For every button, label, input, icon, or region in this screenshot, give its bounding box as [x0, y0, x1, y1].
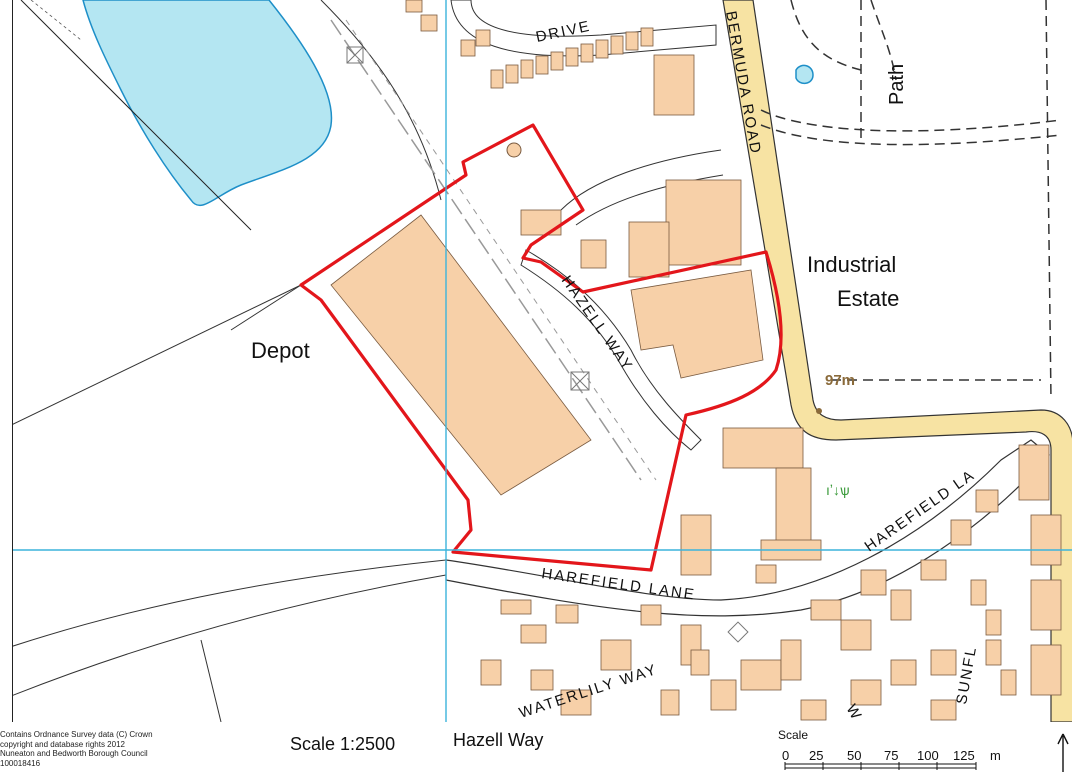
field-boundary: [230, 284, 302, 331]
lake: [82, 0, 333, 207]
building: [755, 564, 777, 584]
scalebar-title: Scale: [778, 728, 809, 742]
building: [680, 514, 712, 576]
building: [1030, 579, 1062, 631]
road-edge: [560, 149, 722, 211]
spot-height-label: 97m: [825, 372, 855, 389]
copyright-line: copyright and database rights 2012: [0, 739, 125, 749]
building: [1030, 644, 1062, 696]
scalebar-tick-label: 25: [809, 748, 823, 763]
scalebar-tick-label: 0: [782, 748, 789, 763]
footpath: [790, 0, 862, 71]
map-canvas[interactable]: ıʼ↓ѱ Depot Industrial Estate Path 97m DR…: [12, 0, 1072, 722]
track-line: [30, 0, 82, 41]
scalebar-ticks: [784, 762, 977, 770]
dashed-track: [345, 19, 657, 481]
building: [722, 427, 804, 469]
depot-label: Depot: [251, 338, 310, 363]
building: [775, 467, 812, 544]
scalebar-unit: m: [990, 748, 1001, 763]
copyright-line: Nuneaton and Bedworth Borough Council: [0, 749, 148, 758]
scalebar-tick-label: 75: [884, 748, 898, 763]
building: [1018, 444, 1050, 501]
map-footer: Contains Ordnance Survey data (C) Crown …: [0, 722, 1072, 781]
footpath: [760, 124, 1062, 146]
scalebar-tick-label: 100: [917, 748, 939, 763]
building: [1030, 514, 1062, 566]
building: [520, 209, 562, 236]
building: [580, 239, 607, 269]
building: [665, 179, 742, 266]
footpath: [870, 0, 897, 81]
scalebar: Scale 0 25 50 75 100 125 m: [776, 726, 1036, 778]
site-name: Hazell Way: [453, 730, 544, 750]
terraced-houses: [405, 0, 654, 89]
sunfl-road-label: SUNFL: [953, 644, 980, 705]
building: [630, 269, 764, 379]
north-arrow-icon: [1057, 733, 1069, 772]
copyright-line: 100018416: [0, 758, 41, 768]
field-boundary: [13, 574, 447, 696]
footpath: [1045, 0, 1052, 401]
w-road-label: W: [843, 702, 866, 723]
map-svg: ıʼ↓ѱ Depot Industrial Estate Path 97m DR…: [13, 0, 1072, 722]
spot-height-marker: [816, 408, 822, 414]
hazell-way: [520, 249, 702, 451]
field-boundary: [13, 284, 302, 425]
building: [628, 221, 670, 278]
road-edge: [575, 174, 724, 226]
pylon-icon: [570, 371, 590, 391]
field-boundary: [13, 559, 447, 647]
footpath: [760, 109, 1062, 132]
path-label: Path: [886, 64, 908, 105]
pond: [795, 64, 814, 84]
site-boundary: [299, 123, 783, 572]
depot-building: [330, 214, 592, 496]
vegetation-symbol: ıʼ↓ѱ: [826, 482, 850, 498]
building: [653, 54, 695, 116]
copyright-line: Contains Ordnance Survey data (C) Crown: [0, 730, 153, 739]
housing-estate: [480, 489, 1017, 721]
track-line: [20, 0, 252, 231]
circle-feature: [506, 142, 522, 158]
scalebar-tick-label: 125: [953, 748, 975, 763]
pylon-icon: [727, 621, 749, 643]
pylon-icon: [346, 46, 364, 64]
scalebar-svg: 0 25 50 75 100 125 m: [782, 748, 1001, 770]
field-boundary: [200, 639, 222, 722]
dashed-track: [330, 19, 642, 481]
scalebar-tick-label: 50: [847, 748, 861, 763]
buildings: [330, 54, 1062, 696]
copyright-notice: Contains Ordnance Survey data (C) Crown …: [0, 730, 240, 768]
industrial-label: Industrial: [807, 252, 896, 277]
scale-ratio: Scale 1:2500: [290, 734, 396, 754]
estate-label: Estate: [837, 286, 899, 311]
bermuda-road: [722, 0, 1072, 722]
